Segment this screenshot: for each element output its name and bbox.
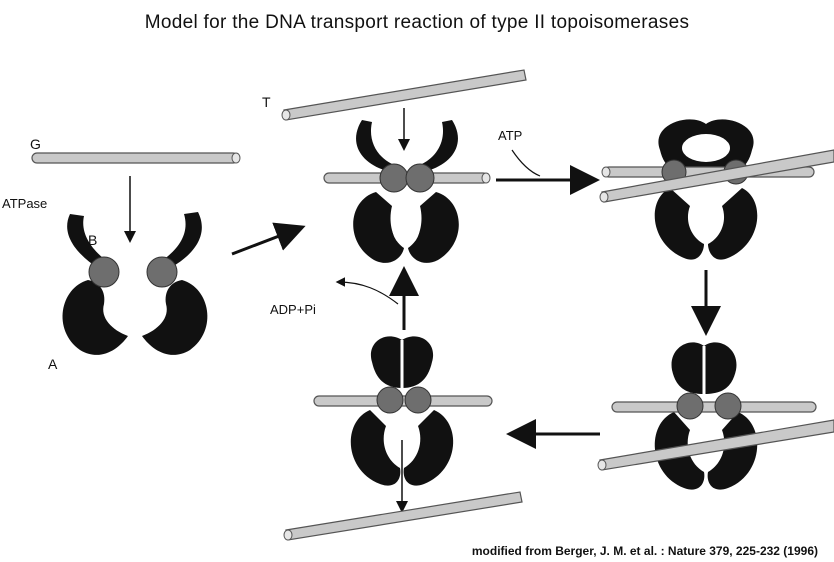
stage-1-open-enzyme bbox=[32, 153, 240, 355]
label-t-segment: T bbox=[262, 94, 271, 110]
label-g-segment: G bbox=[30, 136, 41, 152]
b-domain-right bbox=[147, 257, 177, 287]
label-atpase: ATPase bbox=[2, 196, 47, 211]
stage-3-closed-clamp bbox=[600, 119, 834, 259]
stage-4-strand-passage bbox=[598, 342, 834, 489]
stage-2-t-capture bbox=[282, 70, 526, 263]
a-domain-left bbox=[63, 280, 128, 355]
label-domain-a: A bbox=[48, 356, 57, 372]
label-atp: ATP bbox=[498, 128, 522, 143]
stage-5-t-release bbox=[284, 336, 522, 540]
citation: modified from Berger, J. M. et al. : Nat… bbox=[472, 544, 818, 558]
label-adp-pi: ADP+Pi bbox=[270, 302, 316, 317]
g-segment-dna bbox=[32, 153, 240, 163]
b-domain-left bbox=[89, 257, 119, 287]
arrow-open-to-bound bbox=[232, 228, 300, 254]
label-domain-b: B bbox=[88, 232, 97, 248]
a-domain-right bbox=[142, 280, 207, 355]
adp-release-arrow bbox=[338, 282, 398, 304]
